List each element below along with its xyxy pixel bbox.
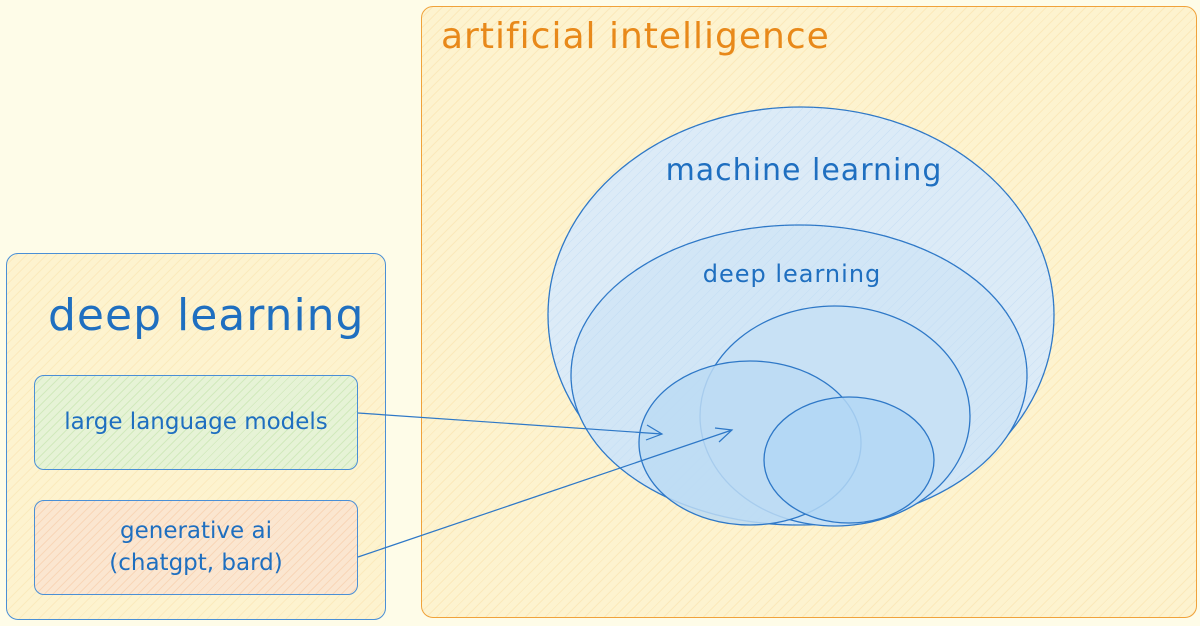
deep-learning-circle-label: deep learning xyxy=(703,260,882,288)
inner-ellipse-small xyxy=(763,396,935,524)
generative-ai-box: generative ai (chatgpt, bard) xyxy=(34,500,358,595)
generative-ai-label: generative ai xyxy=(120,518,272,545)
llm-box: large language models xyxy=(34,375,358,470)
machine-learning-label: machine learning xyxy=(666,153,943,188)
deep-learning-panel-title: deep learning xyxy=(48,290,365,341)
arrow-llm xyxy=(357,412,664,441)
arrow-generative-ai xyxy=(357,427,734,558)
llm-label: large language models xyxy=(64,408,328,435)
generative-ai-examples: (chatgpt, bard) xyxy=(109,549,283,576)
ai-title: artificial intelligence xyxy=(441,16,830,57)
